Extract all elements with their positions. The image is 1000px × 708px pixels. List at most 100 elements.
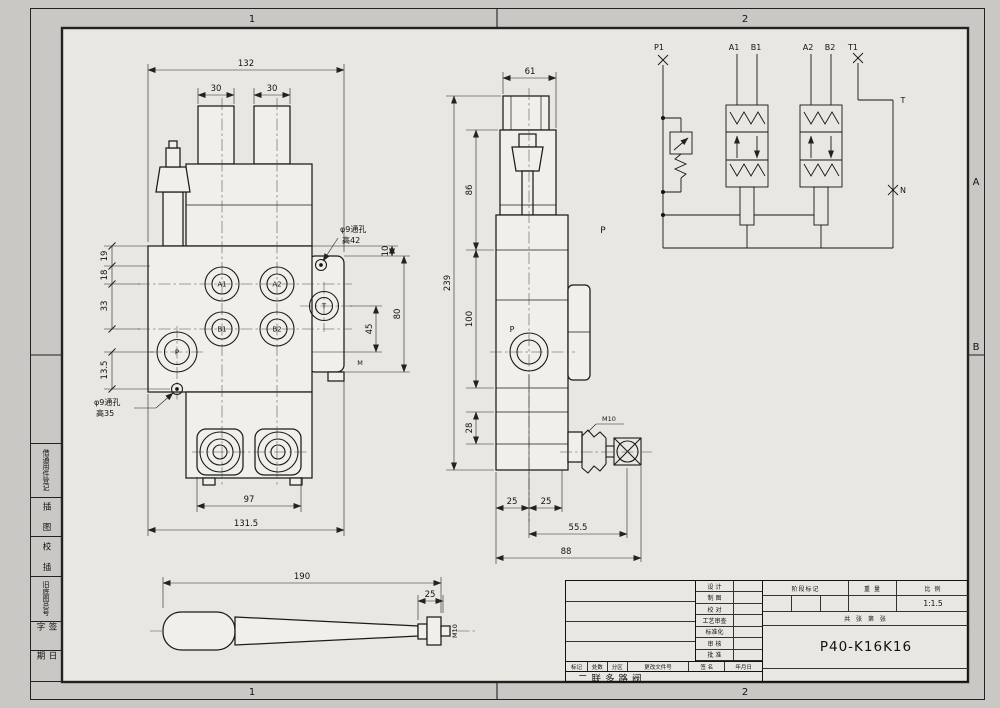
side-circle-p-label: P [510,325,515,334]
port-label-b2: B2 [272,326,281,334]
thread-mark: M [357,359,363,367]
stage-cell-1 [763,596,792,612]
sheets-label: 共 张 第 张 [763,612,969,626]
zone-right-b: B [973,342,980,353]
field-old-drawing-number: 旧底图总号 [31,577,61,622]
dim-right-80: 80 [393,309,403,320]
front-chain-ticks [108,242,116,393]
dim-left-18: 18 [100,270,110,281]
sig-label: 标准化 [696,626,734,638]
weight-value [849,596,897,612]
dim-bottom-97: 97 [244,495,255,505]
signature-area: 设 计 制 图 校 对 工艺审查 标准化 审 核 批 准 [696,581,763,661]
dim-side-55-5: 55.5 [569,523,588,533]
port-label-a2: A2 [272,281,281,289]
sheet-frame [30,8,985,700]
sig-label: 批 准 [696,649,734,660]
stage-mark-label: 阶段标记 [763,581,849,596]
note-hole-bot-1: φ9通孔 [94,397,120,407]
weight-label: 重 量 [849,581,897,596]
lever-thread-label: M10 [451,624,459,638]
chg-zone: 分区 [608,662,628,671]
dim-side-28: 28 [465,423,475,434]
schematic-label-t: T [900,96,906,105]
lever-dimensions [162,577,444,620]
dim-side-86: 86 [465,185,475,196]
dim-side-100: 100 [465,311,475,327]
schematic-label-a1: A1 [729,43,740,52]
field-trace-check: 校 插 [31,537,61,577]
field-tracing: 插 图 [31,498,61,538]
note-hole-top-2: 高42 [342,235,360,245]
chg-count: 处数 [588,662,608,671]
field-date: 日 期 [35,651,57,661]
lever-detail: 190 25 M10 [150,572,478,651]
schematic-label-b1: B1 [751,43,762,52]
side-internal-lines [496,96,590,445]
schematic-label-n: N [900,186,906,195]
dim-left-19: 19 [100,251,110,262]
schematic-label-a2: A2 [803,43,814,52]
dim-total-width: 132 [238,59,254,69]
dim-side-88: 88 [561,547,572,557]
left-field-column: 借通用件登记 插 图 校 插 旧底图总号 签 字 日 期 [30,443,62,682]
title-block-right: 阶段标记 重 量 比 例 1:1.5 共 张 第 张 P40-K16K16 [763,581,969,683]
schematic-label-b2: B2 [825,43,836,52]
sig-row-draft: 制 图 [696,592,762,604]
sig-label: 设 计 [696,581,734,592]
dim-bottom-131-5: 131.5 [234,519,258,529]
schematic-label-p1: P1 [654,43,664,52]
port-label-p: P [175,349,179,357]
dim-right-45: 45 [365,324,375,335]
zone-right-a: A [973,177,980,188]
sig-row-process: 工艺审查 [696,615,762,627]
port-label-b1: B1 [217,326,226,334]
schematic-label-t1: T1 [847,43,858,52]
change-header-row: 标记 处数 分区 更改文件号 签 名 年月日 [566,661,763,671]
side-view: 61 86 239 100 28 P P M10 25 25 55.5 88 [443,67,652,564]
change-record-area [566,581,696,661]
title-block: 设 计 制 图 校 对 工艺审查 标准化 审 核 批 准 标记 处数 分区 更改… [565,580,969,683]
dim-side-61: 61 [525,67,536,77]
title-block-footer [763,669,969,683]
field-common-parts-register: 借通用件登记 [31,444,61,498]
dim-side-25b: 25 [541,497,552,507]
zone-top-1: 1 [249,14,255,25]
sig-row-check: 校 对 [696,603,762,616]
schematic-lines [657,52,899,249]
dim-right-10: 10 [381,246,391,257]
front-view: A1 A2 B1 B2 T P [94,59,410,536]
scale-label: 比 例 [897,581,969,596]
field-signature: 签 字 [31,622,61,652]
lever-thread-note: M10 [602,415,616,423]
side-dimensions [446,72,642,564]
dim-lever-190: 190 [294,572,310,582]
chg-doc-no: 更改文件号 [628,662,690,671]
hydraulic-schematic: P1 A1 B1 A2 B2 T1 T N [654,43,906,249]
port-label-t: T [321,303,327,311]
dim-left-33: 33 [100,301,110,312]
side-centerlines [490,88,652,522]
sig-label: 制 图 [696,592,734,603]
sig-label: 工艺审查 [696,615,734,626]
dim-cap-right: 30 [267,84,278,94]
front-ports [156,258,340,473]
note-hole-top-1: φ9通孔 [340,224,366,234]
dim-side-25a: 25 [507,497,518,507]
dim-side-239: 239 [443,275,453,291]
chg-date: 年月日 [735,664,752,671]
drawing-number: P40-K16K16 [763,626,969,669]
front-centerlines [138,98,352,486]
chg-sign: 签 名 [689,662,726,671]
port-label-a1: A1 [217,281,226,289]
sig-label: 校 对 [696,603,734,615]
sig-label: 审 核 [696,638,734,649]
stage-cell-3 [821,596,849,612]
side-port-p-label: P [600,226,606,236]
zone-bottom-1: 1 [249,687,255,698]
valve-front-body [147,105,345,486]
product-name: 二联多路阀 [566,671,763,683]
dim-cap-left: 30 [211,84,222,94]
